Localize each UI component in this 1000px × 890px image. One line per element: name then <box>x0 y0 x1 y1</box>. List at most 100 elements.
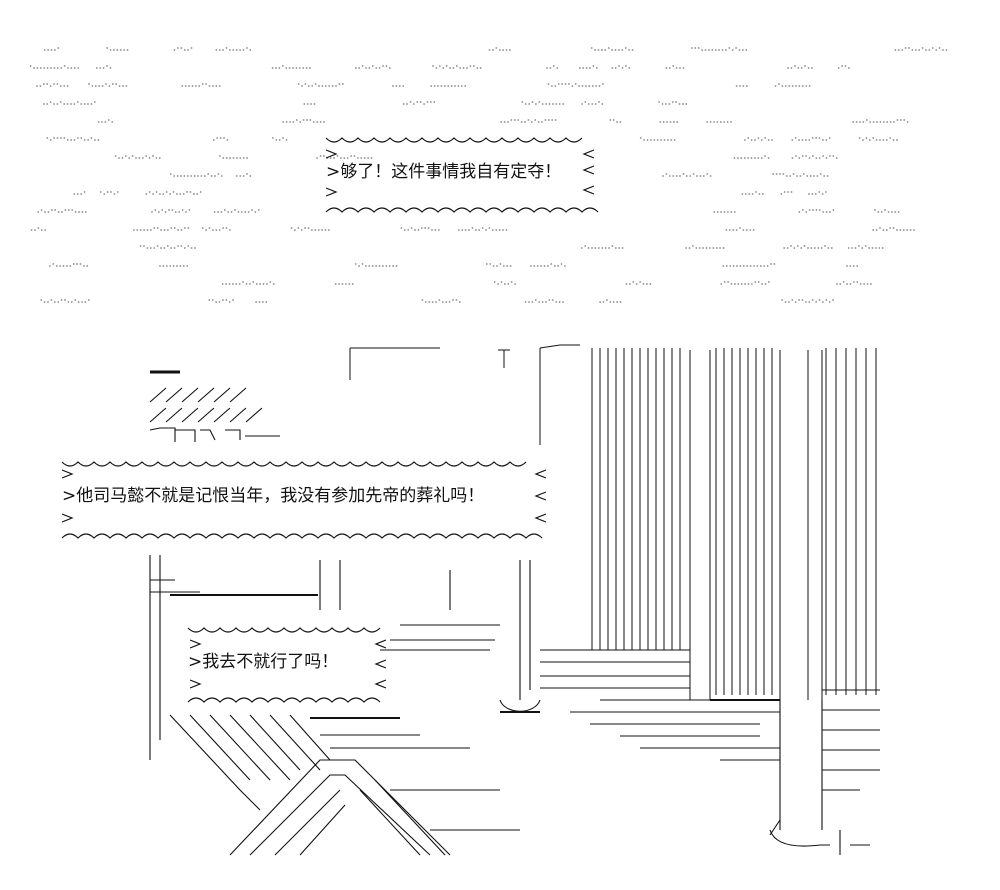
sky-dot <box>173 247 176 249</box>
sky-dot <box>104 121 107 123</box>
sky-dot <box>225 157 228 159</box>
sky-dot <box>496 265 498 267</box>
sky-dot <box>872 229 875 231</box>
sky-dot <box>282 121 285 123</box>
sky-dot <box>628 67 631 69</box>
sky-dot <box>685 247 687 249</box>
sky-dot <box>555 301 558 303</box>
sky-dot <box>737 283 740 285</box>
sky-dot <box>500 121 503 123</box>
sky-dot <box>106 47 108 49</box>
sky-dot <box>249 175 252 177</box>
sky-dot <box>176 193 178 195</box>
sky-dot <box>193 193 195 195</box>
sky-dot <box>128 157 131 159</box>
sky-dot <box>661 103 664 105</box>
sky-dot <box>183 247 186 249</box>
sky-dot <box>466 67 468 69</box>
sky-dot <box>535 103 537 105</box>
sky-dot <box>541 121 543 123</box>
sky-dot <box>222 299 224 301</box>
sky-dot <box>205 229 208 231</box>
sky-dot <box>66 85 69 87</box>
sky-dot <box>597 49 600 51</box>
sky-dot <box>431 301 434 303</box>
sky-dot <box>40 229 43 231</box>
sky-dot <box>545 103 547 105</box>
sky-dot <box>872 121 875 123</box>
vertical-bars <box>591 348 877 695</box>
sky-dot <box>672 175 675 177</box>
sky-dot <box>455 299 458 301</box>
sky-dot <box>598 101 600 103</box>
sky-dot <box>534 299 537 301</box>
sky-dot <box>584 101 587 103</box>
sky-dot <box>875 139 878 141</box>
sky-dot <box>63 103 66 105</box>
sky-dot <box>235 49 238 51</box>
sky-dot <box>743 139 746 141</box>
sky-dot <box>46 83 49 85</box>
sky-dot <box>476 67 479 69</box>
sky-dot <box>760 157 763 159</box>
sky-dot <box>57 47 60 49</box>
sky-dot <box>34 229 36 231</box>
sky-dot <box>639 281 641 283</box>
sky-dot <box>798 157 801 159</box>
sky-dot <box>98 85 101 87</box>
sky-dot <box>113 193 116 195</box>
sky-dot <box>591 103 594 105</box>
sky-dot <box>796 245 799 247</box>
sky-dot <box>746 265 749 267</box>
sky-dot <box>852 121 855 123</box>
sky-dot <box>849 265 852 267</box>
sky-dot <box>631 49 634 51</box>
sky-dot <box>246 47 248 49</box>
sky-dot <box>234 209 236 211</box>
sky-dot <box>788 301 790 303</box>
sky-dot <box>59 101 62 103</box>
sky-dot <box>906 229 909 231</box>
sky-dot <box>909 229 912 231</box>
sky-dot <box>760 139 763 141</box>
dialogue-line-1: >够了！这件事情我自有定夺！ <box>326 162 562 182</box>
sky-dot <box>742 49 744 51</box>
sky-dot <box>240 211 243 213</box>
sky-dot <box>437 229 440 231</box>
sky-dot <box>557 265 559 267</box>
sky-dot <box>239 49 242 51</box>
sky-dot <box>829 211 831 213</box>
sky-dot <box>725 265 728 267</box>
sky-dot <box>183 175 186 177</box>
sky-dot <box>514 283 516 285</box>
sky-dot <box>818 137 821 139</box>
sky-dot <box>852 265 855 267</box>
sky-dot <box>726 121 729 123</box>
sky-dot <box>541 301 544 303</box>
sky-dot <box>314 229 317 231</box>
sky-dot <box>72 263 75 265</box>
sky-dot <box>564 83 567 85</box>
sky-dot <box>714 49 717 51</box>
sky-dot <box>891 211 893 213</box>
sky-dot <box>47 49 49 51</box>
sky-dot <box>70 103 72 105</box>
sky-dot <box>492 49 494 51</box>
sky-dot <box>754 281 757 283</box>
sky-dot <box>235 175 238 177</box>
sky-dot <box>205 83 208 85</box>
sky-dot <box>371 65 374 67</box>
sky-dot <box>219 155 221 157</box>
sky-dot <box>578 67 581 69</box>
sky-dot <box>180 229 183 231</box>
sky-dot <box>42 103 45 105</box>
sky-dot <box>853 281 855 283</box>
sky-dot <box>604 247 607 249</box>
sky-dot <box>78 211 80 213</box>
sky-dot <box>743 157 746 159</box>
sky-dot <box>247 211 250 213</box>
sky-dot <box>193 175 196 177</box>
sky-dot <box>849 283 852 285</box>
sky-dot <box>706 121 709 123</box>
sky-dot <box>863 283 865 285</box>
